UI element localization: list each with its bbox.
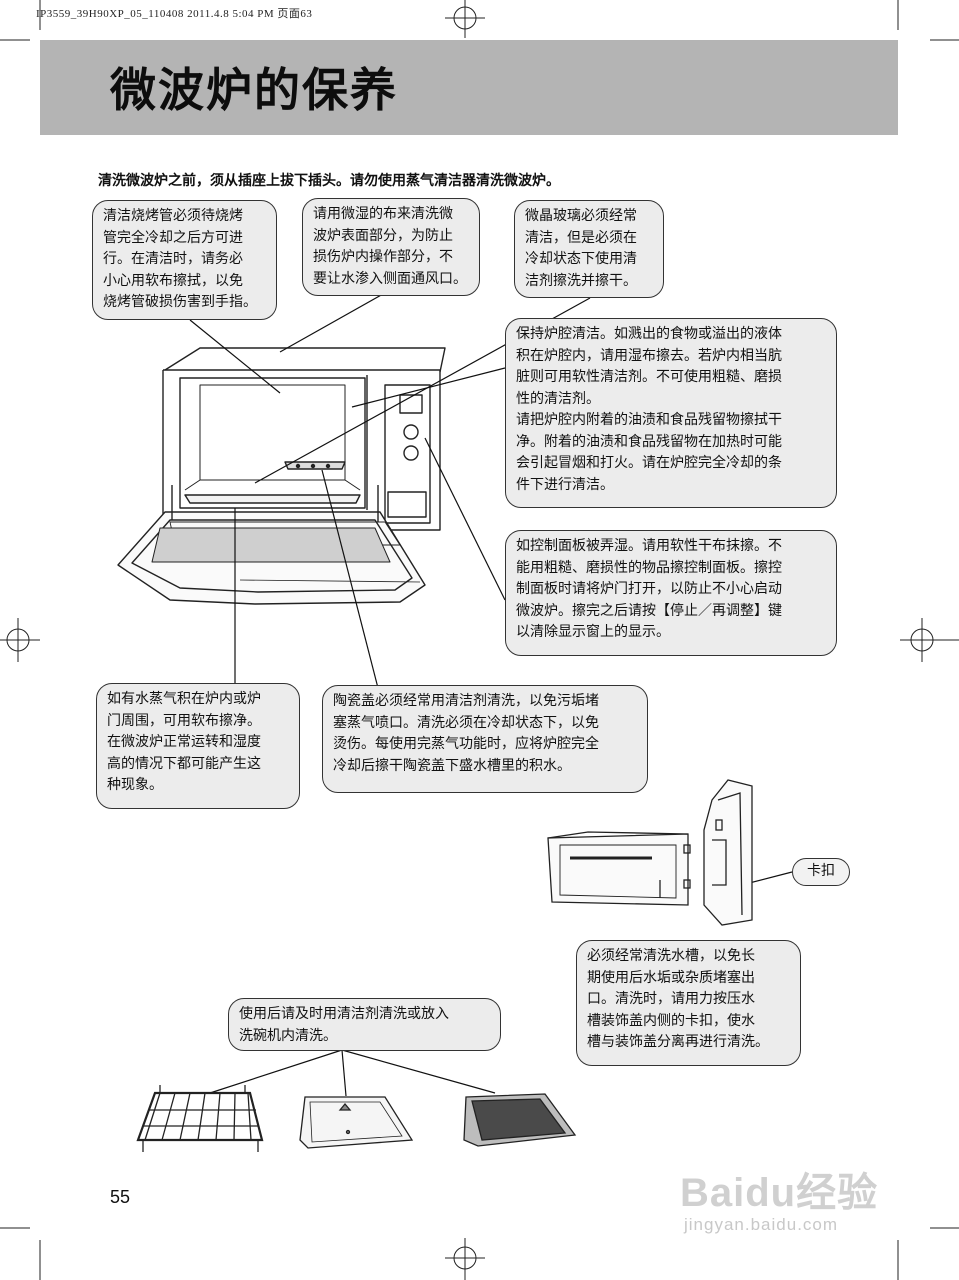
cavity-line: 保持炉腔清洁。如溅出的食物或溢出的液体 bbox=[516, 326, 782, 342]
glass-line: 清洁，但是必须在 bbox=[525, 229, 637, 246]
accessories-line: 使用后请及时用清洁剂清洗或放入 bbox=[239, 1006, 449, 1022]
panel-line: 微波炉。擦完之后请按【停止／再调整】键 bbox=[516, 602, 782, 619]
clip-label: 卡扣 bbox=[792, 858, 850, 886]
tank-line: 口。清洗时，请用力按压水 bbox=[587, 991, 755, 1007]
cavity-line: 请把炉腔内附着的油渍和食品残留物擦拭干 bbox=[516, 412, 782, 428]
heater-line: 烧烤管破损伤害到手指。 bbox=[103, 294, 257, 310]
ceramic-line: 烫伤。每使用完蒸气功能时，应将炉腔完全 bbox=[333, 736, 599, 752]
cavity-line: 性的清洁剂。 bbox=[516, 390, 600, 407]
microwave-illustration bbox=[117, 347, 446, 605]
panel-line: 如控制面板被弄湿。请用软性干布抹擦。不 bbox=[516, 538, 782, 554]
cavity-line: 会引起冒烟和打火。请在炉腔完全冷却的条 bbox=[516, 455, 782, 471]
heater-line: 小心用软布擦拭，以免 bbox=[103, 272, 243, 289]
panel-line: 以清除显示窗上的显示。 bbox=[516, 624, 670, 640]
ceramic-line: 冷却后擦干陶瓷盖下盛水槽里的积水。 bbox=[333, 757, 571, 774]
tank-line: 槽装饰盖内侧的卡扣，使水 bbox=[587, 1012, 755, 1029]
bubble-ceramic-cover: 陶瓷盖必须经常用清洁剂清洗，以免污垢堵 塞蒸气喷口。清洗必须在冷却状态下，以免 … bbox=[322, 685, 648, 793]
bubble-heater-cleaning: 清洁烧烤管必须待烧烤 管完全冷却之后方可进 行。在清洁时，请务必 小心用软布擦拭… bbox=[92, 200, 277, 320]
ceramic-line: 陶瓷盖必须经常用清洁剂清洗，以免污垢堵 bbox=[333, 693, 599, 709]
intro-warning: 清洗微波炉之前，须从插座上拔下插头。请勿使用蒸气清洁器清洗微波炉。 bbox=[98, 173, 560, 189]
surface-line: 损伤炉内操作部分，不 bbox=[313, 249, 453, 265]
surface-line: 波炉表面部分，为防止 bbox=[313, 227, 453, 244]
tank-cover-illustration bbox=[703, 779, 753, 926]
water-tank-illustration bbox=[547, 831, 691, 906]
tank-line: 槽与装饰盖分离再进行清洗。 bbox=[587, 1034, 769, 1050]
registration-mark-right bbox=[900, 618, 959, 662]
registration-mark-left bbox=[0, 618, 40, 662]
glass-line: 洁剂擦洗并擦干。 bbox=[525, 272, 637, 289]
panel-line: 能用粗糙、磨损性的物品擦控制面板。擦控 bbox=[516, 559, 782, 576]
ceramic-line: 塞蒸气喷口。清洗必须在冷却状态下，以免 bbox=[333, 714, 599, 731]
tank-line: 期使用后水垢或杂质堵塞出 bbox=[587, 969, 755, 986]
heater-line: 行。在清洁时，请务必 bbox=[103, 251, 243, 267]
page-title: 微波炉的保养 bbox=[110, 63, 398, 117]
heater-line: 管完全冷却之后方可进 bbox=[103, 229, 243, 246]
watermark-brand: Baidu经验 bbox=[680, 1171, 879, 1215]
surface-line: 要让水渗入侧面通风口。 bbox=[313, 270, 467, 287]
bubble-steam-condensation: 如有水蒸气积在炉内或炉 门周围，可用软布擦净。 在微波炉正常运转和湿度 高的情况… bbox=[96, 683, 300, 809]
cavity-line: 脏则可用软性清洁剂。不可使用粗糙、磨损 bbox=[516, 369, 782, 385]
tank-line: 必须经常清洗水槽，以免长 bbox=[587, 948, 755, 964]
registration-mark-bottom bbox=[445, 1238, 485, 1280]
title-band: 微波炉的保养 bbox=[40, 40, 898, 135]
cavity-line: 积在炉腔内，请用湿布擦去。若炉内相当肮 bbox=[516, 347, 782, 364]
bubble-accessories: 使用后请及时用清洁剂清洗或放入 洗碗机内清洗。 bbox=[228, 998, 501, 1051]
accessories-line: 洗碗机内清洗。 bbox=[239, 1027, 337, 1044]
bubble-surface-cleaning: 请用微湿的布来清洗微 波炉表面部分，为防止 损伤炉内操作部分，不 要让水渗入侧面… bbox=[302, 198, 480, 296]
print-header: IP3559_39H90XP_05_110408 2011.4.8 5:04 P… bbox=[36, 8, 313, 20]
watermark-url: jingyan.baidu.com bbox=[684, 1215, 839, 1234]
steam-line: 种现象。 bbox=[107, 777, 163, 793]
registration-mark-top bbox=[445, 0, 485, 38]
baking-tray-illustration bbox=[463, 1093, 577, 1147]
bubble-cavity-cleaning: 保持炉腔清洁。如溅出的食物或溢出的液体 积在炉腔内，请用湿布擦去。若炉内相当肮 … bbox=[505, 318, 837, 508]
bubble-control-panel: 如控制面板被弄湿。请用软性干布抹擦。不 能用粗糙、磨损性的物品擦控制面板。擦控 … bbox=[505, 530, 837, 656]
cavity-line: 件下进行清洁。 bbox=[516, 476, 614, 493]
steam-line: 在微波炉正常运转和湿度 bbox=[107, 734, 261, 750]
ceramic-tray-illustration bbox=[299, 1096, 414, 1149]
heater-line: 清洁烧烤管必须待烧烤 bbox=[103, 208, 243, 224]
page-number: 55 bbox=[110, 1187, 131, 1207]
steam-line: 门周围，可用软布擦净。 bbox=[107, 712, 261, 729]
bubble-water-tank: 必须经常清洗水槽，以免长 期使用后水垢或杂质堵塞出 口。清洗时，请用力按压水 槽… bbox=[576, 940, 801, 1066]
glass-line: 微晶玻璃必须经常 bbox=[525, 208, 637, 224]
surface-line: 请用微湿的布来清洗微 bbox=[313, 206, 453, 222]
steam-line: 如有水蒸气积在炉内或炉 bbox=[107, 691, 261, 707]
bubble-glass-cleaning: 微晶玻璃必须经常 清洁，但是必须在 冷却状态下使用清 洁剂擦洗并擦干。 bbox=[514, 200, 664, 298]
grill-rack-illustration bbox=[136, 1085, 264, 1152]
panel-line: 制面板时请将炉门打开，以防止不小心启动 bbox=[516, 581, 782, 597]
steam-line: 高的情况下都可能产生这 bbox=[107, 755, 261, 772]
cavity-line: 净。附着的油渍和食品残留物在加热时可能 bbox=[516, 433, 782, 450]
glass-line: 冷却状态下使用清 bbox=[525, 251, 637, 267]
